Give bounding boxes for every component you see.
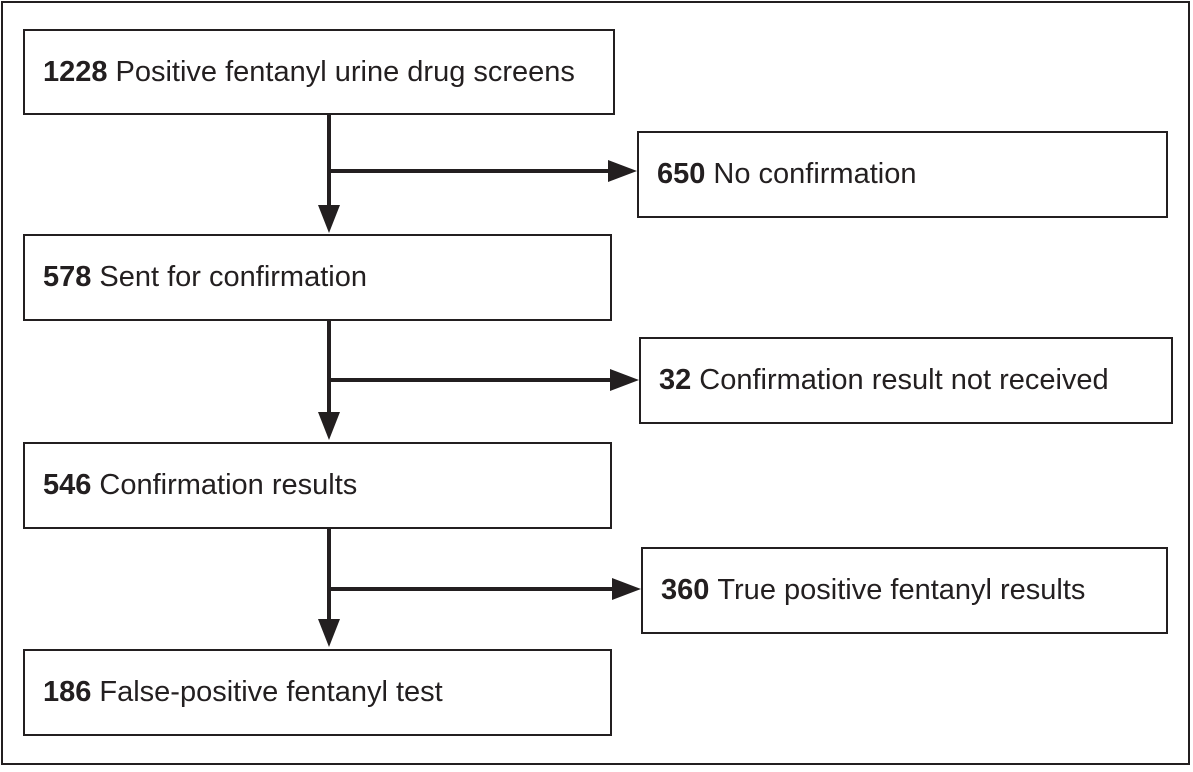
box-label: Confirmation result not received <box>699 364 1109 396</box>
box-count: 578 <box>43 261 92 293</box>
down-arrowhead-3 <box>318 619 340 647</box>
box-no-confirmation: 650 No confirmation <box>637 131 1168 218</box>
box-true-positive: 360 True positive fentanyl results <box>641 547 1168 634</box>
box-count: 650 <box>657 158 706 190</box>
box-label: Positive fentanyl urine drug screens <box>115 55 575 88</box>
down-arrowhead-1 <box>318 205 340 233</box>
box-count: 32 <box>659 364 692 396</box>
right-arrowhead-3 <box>612 578 641 600</box>
box-count: 360 <box>661 574 710 606</box>
box-count: 186 <box>43 676 92 708</box>
right-arrowhead-1 <box>608 160 637 182</box>
box-label: Confirmation results <box>99 469 358 501</box>
box-false-positive: 186 False-positive fentanyl test <box>23 649 612 736</box>
box-label: Sent for confirmation <box>99 261 367 293</box>
right-arrowhead-2 <box>610 369 639 391</box>
down-arrowhead-2 <box>318 412 340 440</box>
box-result-not-received: 32 Confirmation result not received <box>639 337 1173 424</box>
box-sent-for-confirmation: 578 Sent for confirmation <box>23 234 612 321</box>
box-count: 1228 <box>43 55 108 88</box>
box-positive-screens: 1228 Positive fentanyl urine drug screen… <box>23 29 615 115</box>
box-label: No confirmation <box>713 158 917 190</box>
box-count: 546 <box>43 469 92 501</box>
box-label: False-positive fentanyl test <box>99 676 443 708</box>
box-confirmation-results: 546 Confirmation results <box>23 442 612 529</box>
box-label: True positive fentanyl results <box>717 574 1086 606</box>
